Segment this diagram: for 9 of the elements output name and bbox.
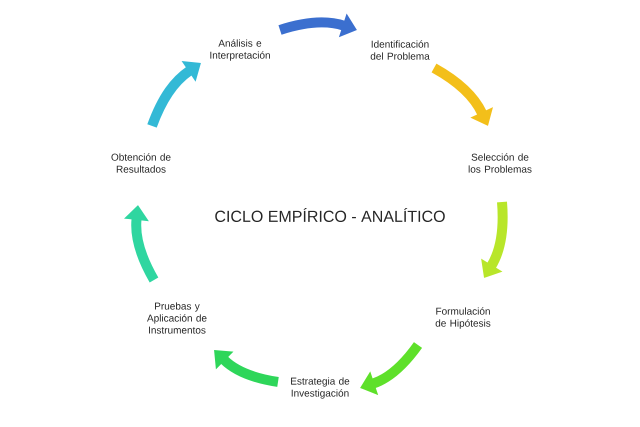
step-label: Formulación de Hipótesis [436, 307, 490, 329]
step-label: Análisis e Interpretación [210, 39, 270, 61]
step-label: Pruebas y Aplicación de Instrumentos [147, 302, 207, 334]
step-label: Obtención de Resultados [111, 153, 171, 173]
curved-arrow [214, 350, 279, 387]
step-label: Identificación del Problema [370, 40, 430, 60]
title: CICLO EMPÍRICO - ANALÍTICO [215, 208, 445, 222]
step-label: Estrategia de Investigación [291, 377, 350, 399]
step-label: Selección de los Problemas [468, 153, 532, 173]
